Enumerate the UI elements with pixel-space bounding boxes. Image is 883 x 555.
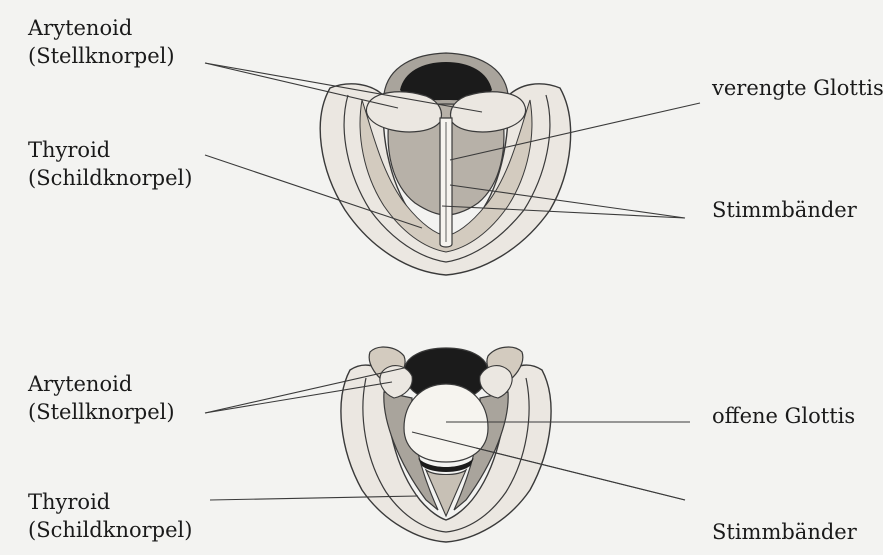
bottom-arytenoid-subtitle: (Stellknorpel): [28, 398, 175, 426]
thyroid-tip: [426, 470, 466, 516]
bottom-arytenoid-title: Arytenoid: [28, 370, 175, 398]
top-arytenoid-subtitle: (Stellknorpel): [28, 42, 175, 70]
top-arytenoid-title: Arytenoid: [28, 14, 175, 42]
bottom-arytenoid-label: Arytenoid (Stellknorpel): [28, 370, 175, 426]
open-glottis: [404, 384, 488, 462]
top-glottis-label: verengte Glottis: [712, 74, 883, 102]
bottom-thyroid-subtitle: (Schildknorpel): [28, 516, 192, 544]
top-thyroid-title: Thyroid: [28, 136, 192, 164]
bottom-vocal-cords-label: Stimmbänder: [712, 518, 857, 546]
bottom-glottis-label: offene Glottis: [712, 402, 855, 430]
top-arytenoid-label: Arytenoid (Stellknorpel): [28, 14, 175, 70]
top-thyroid-label: Thyroid (Schildknorpel): [28, 136, 192, 192]
bottom-thyroid-label: Thyroid (Schildknorpel): [28, 488, 192, 544]
top-vocal-cords-label: Stimmbänder: [712, 196, 857, 224]
top-thyroid-subtitle: (Schildknorpel): [28, 164, 192, 192]
bottom-thyroid-title: Thyroid: [28, 488, 192, 516]
